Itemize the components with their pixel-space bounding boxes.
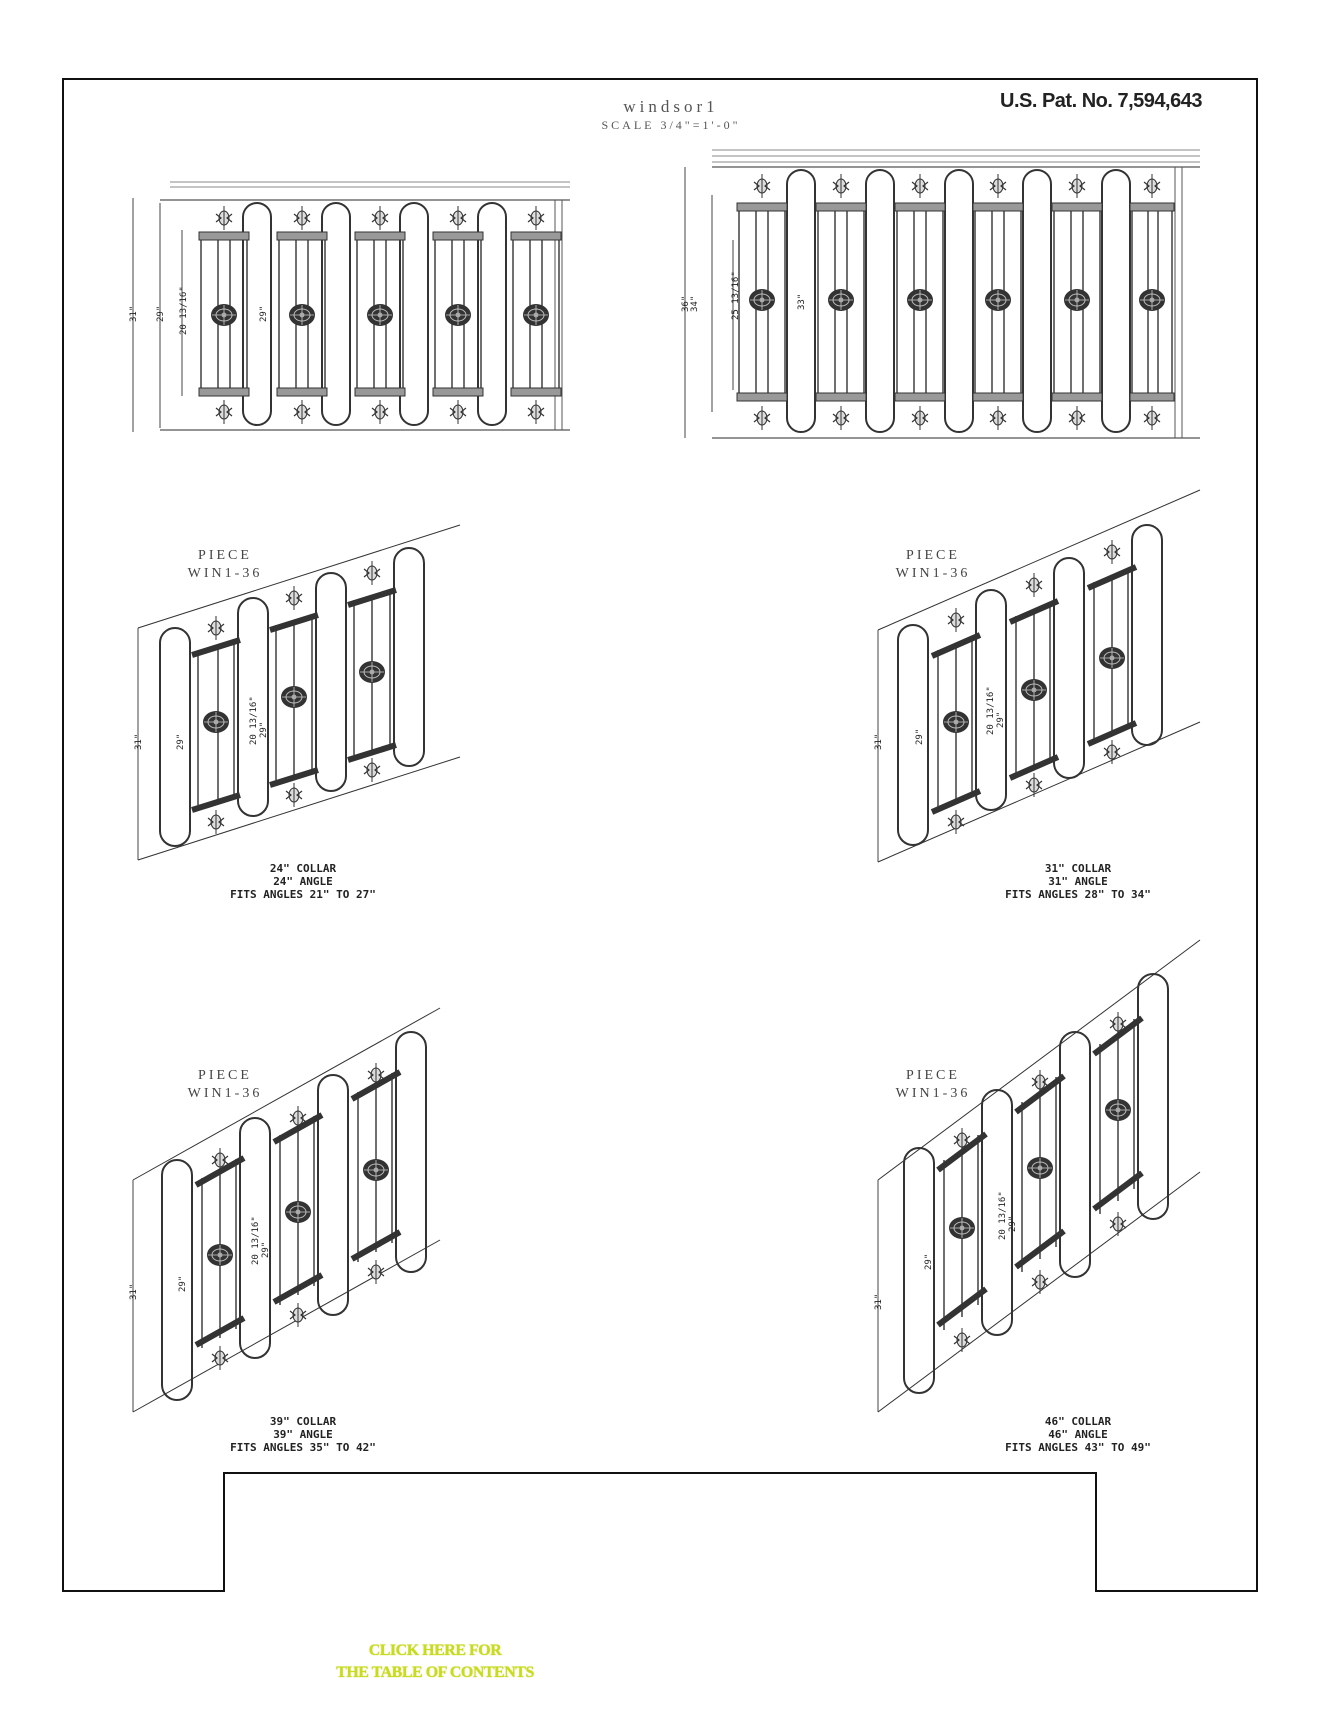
elevation-2-drawing (684, 149, 1200, 439)
elev2-center-dim: 33" (797, 294, 807, 310)
toc-link-line-2[interactable]: THE TABLE OF CONTENTS (336, 1664, 534, 1681)
piece-2-collar: 31" COLLAR (1044, 862, 1112, 875)
piece-3-collar: 39" COLLAR (269, 1415, 337, 1428)
piece-3-caption: 39" COLLAR 39" ANGLE FITS ANGLES 35" TO … (178, 1415, 428, 1454)
p4-spindle2-dim: 29" (1008, 1216, 1018, 1232)
piece-4-label: PIECE WIN1-36 (888, 1067, 978, 1103)
piece-4-caption: 46" COLLAR 46" ANGLE FITS ANGLES 43" TO … (953, 1415, 1203, 1454)
scale-label: SCALE 3/4"=1'-0" (601, 118, 741, 132)
sheet-border (62, 78, 1258, 1592)
piece-2-caption: 31" COLLAR 31" ANGLE FITS ANGLES 28" TO … (953, 862, 1203, 901)
p1-inner-dim: 29" (176, 734, 186, 750)
piece-2-drawing (877, 489, 1201, 863)
p2-overall-dim: 31" (874, 734, 884, 750)
p1-spindle-dim: 20 13/16" (249, 696, 259, 745)
piece-1-label: PIECE WIN1-36 (180, 547, 270, 583)
p2-inner-dim: 29" (915, 729, 925, 745)
p3-spindle2-dim: 29" (261, 1242, 271, 1258)
piece-2-label: PIECE WIN1-36 (888, 547, 978, 583)
piece-4-angle: 46" ANGLE (1048, 1428, 1108, 1441)
elev2-spindle-dim: 25 13/16" (731, 271, 741, 320)
piece-3-angle: 39" ANGLE (273, 1428, 333, 1441)
p2-spindle2-dim: 29" (996, 712, 1006, 728)
piece-1-caption: 24" COLLAR 24" ANGLE FITS ANGLES 21" TO … (178, 862, 428, 901)
piece-2-fits: FITS ANGLES 28" TO 34" (1005, 888, 1151, 901)
piece-2-angle: 31" ANGLE (1048, 875, 1108, 888)
piece-3-drawing (132, 1007, 441, 1413)
p4-spindle-dim: 20 13/16" (998, 1191, 1008, 1240)
piece-1-collar: 24" COLLAR (269, 862, 337, 875)
piece-4-label-text: PIECE (906, 1068, 960, 1083)
p4-overall-dim: 31" (874, 1294, 884, 1310)
elevation-1-drawing (132, 181, 570, 432)
table-of-contents-link[interactable]: CLICK HERE FOR THE TABLE OF CONTENTS (290, 1640, 580, 1684)
piece-1-fits: FITS ANGLES 21" TO 27" (230, 888, 376, 901)
elev1-spindle-dim: 20 13/16" (179, 286, 189, 335)
piece-1-drawing (137, 524, 461, 861)
piece-2-label-text: PIECE (906, 548, 960, 563)
piece-4-fits: FITS ANGLES 43" TO 49" (1005, 1441, 1151, 1454)
piece-3-label-text: PIECE (198, 1068, 252, 1083)
p4-inner-dim: 29" (924, 1254, 934, 1270)
product-name: windsor1 (623, 97, 719, 116)
piece-1-label-text: PIECE (198, 548, 252, 563)
piece-3-fits: FITS ANGLES 35" TO 42" (230, 1441, 376, 1454)
piece-3-label: PIECE WIN1-36 (180, 1067, 270, 1103)
toc-link-line-1[interactable]: CLICK HERE FOR (368, 1642, 502, 1659)
drawing-title: windsor1 SCALE 3/4"=1'-0" (540, 97, 802, 133)
piece-4-collar: 46" COLLAR (1044, 1415, 1112, 1428)
piece-1-code: WIN1-36 (187, 566, 263, 581)
piece-3-code: WIN1-36 (187, 1086, 263, 1101)
p3-inner-dim: 29" (178, 1276, 188, 1292)
p2-spindle-dim: 20 13/16" (986, 686, 996, 735)
patent-number: U.S. Pat. No. 7,594,643 (1000, 90, 1202, 112)
piece-1-angle: 24" ANGLE (273, 875, 333, 888)
p1-overall-dim: 31" (134, 734, 144, 750)
p3-spindle-dim: 20 13/16" (251, 1216, 261, 1265)
elev1-inner-dim: 29" (156, 306, 166, 322)
elev1-center-dim: 29" (259, 306, 269, 322)
elev2-inner-dim: 34" (690, 296, 700, 312)
piece-2-code: WIN1-36 (895, 566, 971, 581)
piece-4-code: WIN1-36 (895, 1086, 971, 1101)
piece-4-drawing (877, 939, 1201, 1413)
elev2-overall-dim: 36" (681, 296, 691, 312)
elev1-overall-dim: 31" (129, 306, 139, 322)
dimension-labels: 31" 29" 20 13/16" 29" 36" 34" 25 13/16" … (129, 271, 1018, 1310)
p3-overall-dim: 31" (129, 1284, 139, 1300)
p1-spindle2-dim: 29" (259, 722, 269, 738)
